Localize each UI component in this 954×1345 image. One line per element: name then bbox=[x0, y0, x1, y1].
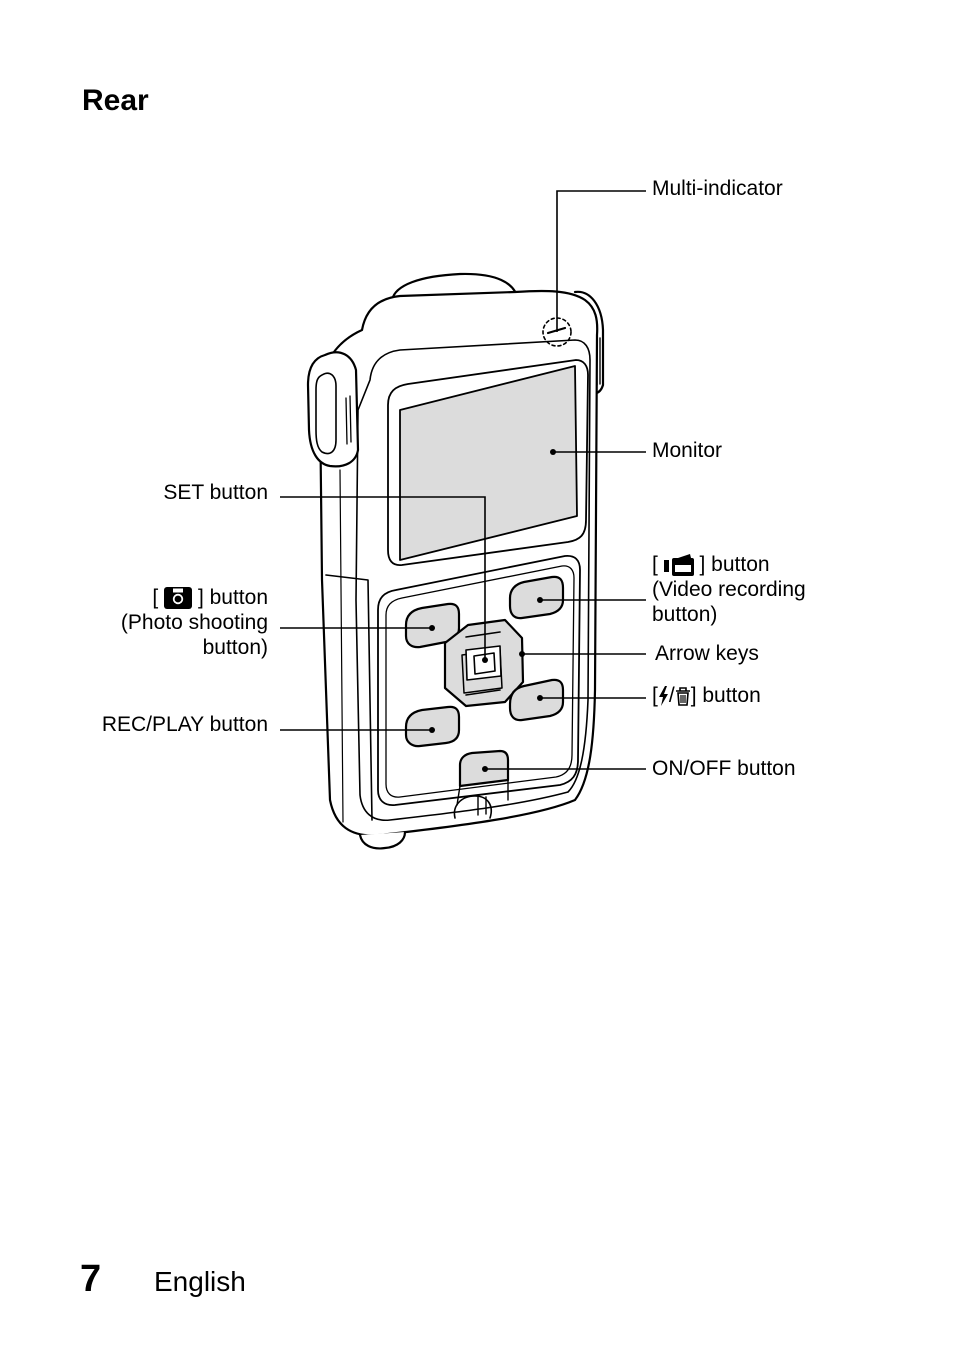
label-photo-button-line2: (Photo shooting bbox=[120, 611, 268, 634]
label-video-button-line1: [ ] button bbox=[652, 553, 770, 577]
camera-icon bbox=[164, 587, 193, 610]
bottom-foot bbox=[358, 830, 407, 850]
page-title: Rear bbox=[82, 84, 149, 117]
leader-set-button bbox=[280, 496, 486, 660]
label-photo-button-line3: button) bbox=[202, 636, 268, 659]
button-panel bbox=[377, 555, 581, 806]
page-language: English bbox=[154, 1266, 246, 1297]
page-number: 7 bbox=[80, 1258, 102, 1300]
label-video-button-suffix: ] button bbox=[699, 553, 770, 576]
label-monitor: Monitor bbox=[652, 439, 723, 462]
label-arrow-keys: Arrow keys bbox=[655, 642, 759, 665]
video-camera-icon bbox=[663, 554, 694, 577]
monitor-screen bbox=[399, 365, 578, 561]
left-strap-ear bbox=[306, 351, 360, 468]
video-button-shape bbox=[508, 575, 565, 620]
label-video-button-line2: (Video recording bbox=[652, 578, 806, 601]
flash-icon bbox=[658, 686, 668, 707]
leader-multi-indicator bbox=[556, 190, 646, 332]
label-photo-button-line1: [ ] button bbox=[152, 586, 268, 610]
rec-play-button-shape bbox=[404, 705, 461, 748]
monitor-frame bbox=[387, 359, 589, 566]
label-flash-delete-button: [/] button bbox=[652, 684, 761, 707]
label-video-button-line3: button) bbox=[652, 603, 718, 626]
flash-delete-button-shape bbox=[508, 678, 565, 722]
set-button-shape bbox=[465, 645, 502, 681]
label-flash-delete-suffix: ] button bbox=[690, 684, 761, 707]
label-photo-button-suffix: ] button bbox=[197, 586, 268, 609]
label-photo-button: [ ] button (Photo shooting button) bbox=[121, 585, 268, 660]
label-multi-indicator: Multi-indicator bbox=[652, 177, 783, 200]
label-set-button: SET button bbox=[163, 481, 268, 504]
label-video-button: [ ] button (Video recording button) bbox=[652, 552, 806, 627]
label-on-off-button: ON/OFF button bbox=[652, 757, 796, 780]
trash-icon bbox=[675, 687, 690, 707]
label-rec-play-button: REC/PLAY button bbox=[101, 713, 268, 736]
